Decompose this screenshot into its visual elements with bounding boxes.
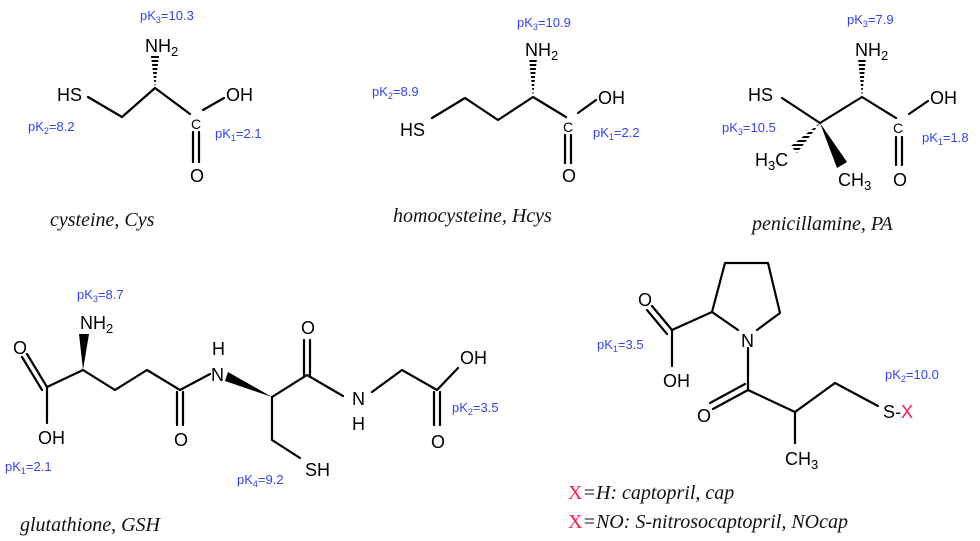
oh-label: OH [598,88,625,108]
pk1-label: pK1=1.8 [922,130,969,147]
cysteine-side-chain-bonds [270,395,302,460]
c-o-double-bond-2 [708,382,747,405]
nh2-label: NH2 [80,313,113,336]
pk1-label: pK1=2.2 [593,125,640,142]
penicillamine-structure: NH2 HS H3C CH3 C OH O pK3=7.9 pK3=10.5 p… [722,12,969,235]
homocysteine-structure: NH2 HS C OH O pK3=10.9 pK2=8.9 pK1=2.2 h… [372,15,640,227]
ch3-label: CH3 [838,170,871,193]
hashed-wedge-bond [151,56,159,88]
molecule-name: glutathione, GSH [20,514,162,536]
hs-label: HS [57,85,82,105]
bold-wedge-bond-methyl [820,123,847,168]
x-substituent: X [901,402,913,422]
n-label: N [741,331,754,351]
captopril-structure: N O OH O CH3 S-X pK1=3.5 pK2=10.0 X=H: c… [568,261,939,533]
o-label: O [431,432,445,452]
hashed-wedge-bond [529,58,537,97]
pk1-label: pK1=2.1 [5,459,52,476]
o-label: O [697,406,711,426]
amide-h-label: H [212,339,225,359]
oh-label: OH [226,85,253,105]
o-label: O [893,170,907,190]
carbon-label: C [893,120,903,136]
c-oh-bond [576,98,598,115]
oh-label: OH [38,428,65,448]
pk2-label: pK2=8.2 [28,119,75,136]
oh-label: OH [663,371,690,391]
o-label: O [13,338,27,358]
carbon-label: C [191,116,201,132]
hashed-wedge-bond [858,58,866,97]
hs-label: HS [400,120,425,140]
c-oh-bond [201,96,226,112]
nh2-label: NH2 [525,40,558,63]
c-o-double-bond [711,388,750,411]
nh2-label: NH2 [855,40,888,63]
pyrrolidine-ring-bonds [710,261,782,332]
bold-wedge-bond [225,372,272,397]
molecule-name: penicillamine, PA [750,213,893,235]
amide-n-label: N [352,389,365,409]
pk2-label: pK2=10.0 [885,367,939,384]
oh-label: OH [460,348,487,368]
pk3-label: pK3=8.7 [77,287,124,304]
c-o-double-bond-2 [645,308,669,336]
o-label: O [174,430,188,450]
c-o-double-bond-2 [20,355,44,392]
h3c-label: H3C [755,150,788,173]
c-o-double-bond [25,352,49,389]
nh2-label: NH2 [145,36,178,59]
ch3-label: CH3 [785,449,818,472]
cysteine-structure: NH2 HS C OH O pK3=10.3 pK2=8.2 pK1=2.1 c… [28,8,262,231]
o-label: O [638,290,652,310]
o-label: O [562,166,576,186]
c-oh-bond [907,99,930,116]
side-chain-bonds [746,381,880,414]
molecule-name: homocysteine, Hcys [393,205,552,227]
pk3-thiol-label: pK3=10.5 [722,120,776,137]
hashed-wedge-bond-methyl [791,123,820,153]
pk3-amine-label: pK3=7.9 [847,12,894,29]
pk2-label: pK2=8.9 [372,84,419,101]
backbone-bonds-2 [270,373,345,399]
sh-label: SH [305,460,330,480]
pk1-label: pK1=3.5 [597,337,644,354]
o-label: O [301,318,315,338]
backbone-bonds [430,95,568,122]
backbone-bonds [86,86,192,119]
backbone-bonds [45,368,212,392]
pk4-label: pK4=9.2 [237,472,284,489]
pk1-label: pK1=2.1 [215,126,262,143]
caption-nitrosocaptopril: X=NO: S-nitrosocaptopril, NOcap [568,511,848,533]
carboxyl-bond [670,310,714,332]
amide-n-label: N [211,365,224,385]
pk3-label: pK3=10.9 [517,15,571,32]
glutathione-structure: NH2 O OH O H N O N H SH OH O pK3=8.7 pK1… [5,287,499,536]
carbon-label: C [563,119,573,135]
molecule-name: cysteine, Cys [50,209,155,231]
o-label: O [190,166,204,186]
hs-label: HS [748,85,773,105]
oh-label: OH [930,88,957,108]
amide-h-label: H [352,414,365,434]
pk3-label: pK3=10.3 [140,8,194,25]
s-x-label: S-X [883,402,913,422]
bold-wedge-bond [79,334,89,370]
backbone-bonds [780,95,898,125]
pk2-label: pK2=3.5 [452,400,499,417]
glycine-bonds [370,366,460,394]
caption-captopril: X=H: captopril, cap [568,482,734,504]
ring-n-bond [710,310,740,332]
c-o-double-bond [650,304,674,332]
